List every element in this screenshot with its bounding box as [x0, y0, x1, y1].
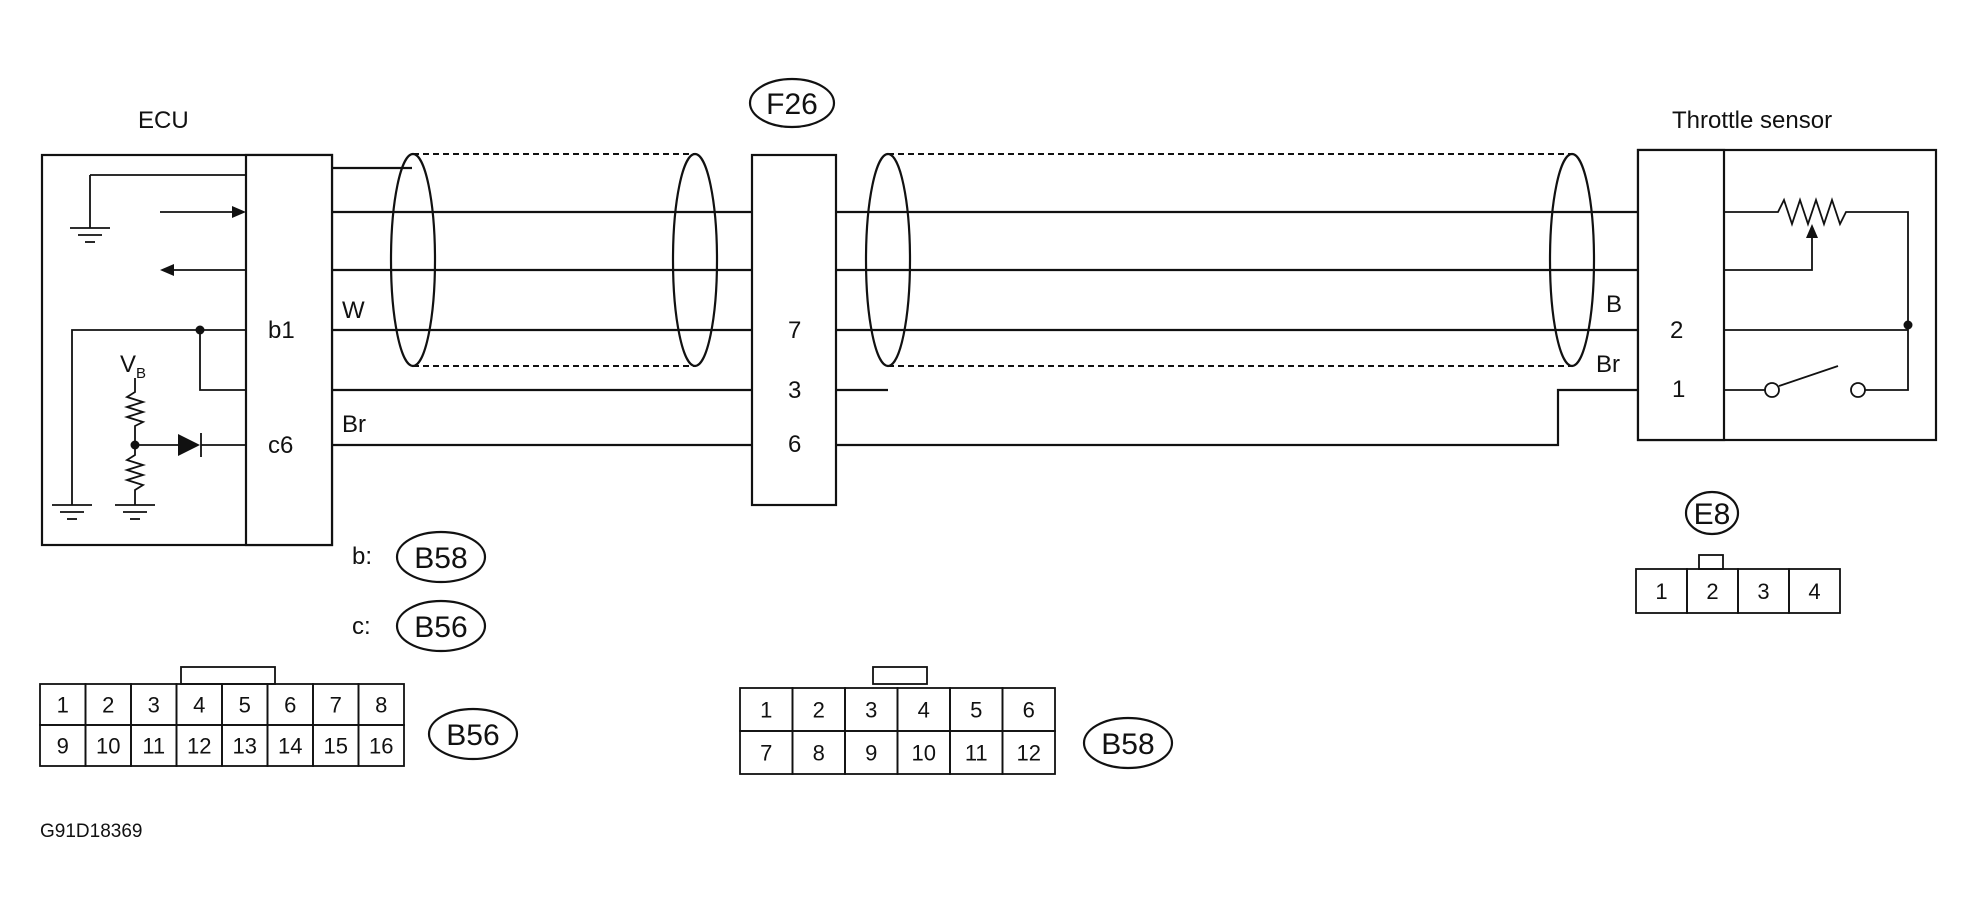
legend-b-conn: B58: [414, 542, 467, 575]
f26-pin-3: 3: [788, 377, 801, 404]
b56-pin-number: 6: [284, 693, 296, 718]
legend-b-prefix: b:: [352, 543, 372, 570]
ecu-pin-c6: c6: [268, 432, 293, 459]
b56-pin-number: 16: [369, 734, 393, 759]
wiper-arrow-icon: [1724, 224, 1818, 271]
b56-badge: [427, 707, 519, 761]
throttle-sensor-title: Throttle sensor: [1672, 107, 1832, 134]
b56-label: B56: [446, 719, 499, 752]
e8-pinout: 1 2 3 4: [1635, 568, 1841, 614]
f26-pin-7: 7: [788, 317, 801, 344]
ecu-ground-symbol-divider: [115, 504, 155, 520]
b56-pin-number: 7: [330, 693, 342, 718]
e8-pin-number: 1: [1655, 579, 1667, 604]
sensor-pin-1: 1: [1672, 376, 1685, 403]
b58-label: B58: [1101, 728, 1154, 761]
wire-br-right: [836, 388, 1638, 447]
b56-pin-number: 3: [148, 693, 160, 718]
b58-pin-number: 2: [813, 698, 825, 723]
b56-latch: [180, 666, 276, 685]
ecu-b1-internal-wire: [71, 329, 246, 505]
b58-badge: [1082, 716, 1174, 770]
b58-pin-number: 5: [970, 698, 982, 723]
ecu-terminal-block: [244, 153, 334, 547]
e8-badge: [1684, 490, 1740, 536]
b56-pin-number: 2: [102, 693, 114, 718]
figure-code: G91D18369: [40, 821, 142, 842]
e8-latch: [1698, 554, 1724, 570]
legend-c-prefix: c:: [352, 613, 371, 640]
e8-pin-number: 4: [1808, 579, 1820, 604]
b58-pin-number: 9: [865, 741, 877, 766]
b58-pin-number: 12: [1017, 741, 1041, 766]
b58-pin-number: 7: [760, 741, 772, 766]
e8-pin-number: 3: [1757, 579, 1769, 604]
b56-pin-number: 14: [278, 734, 302, 759]
f26-label: F26: [766, 88, 818, 121]
wire-color-br-right: Br: [1596, 351, 1620, 378]
b58-pin-number: 11: [965, 741, 988, 766]
b58-pin-number: 10: [912, 741, 936, 766]
ecu-ground-symbol-top: [70, 174, 246, 243]
b56-pin-number: 10: [96, 734, 120, 759]
b56-pin-number: 15: [324, 734, 348, 759]
b58-pin-number: 8: [813, 741, 825, 766]
legend-c-badge: [395, 599, 487, 653]
b56-pin-number: 5: [239, 693, 251, 718]
f26-badge: F26: [748, 77, 836, 129]
vb-label: VB: [120, 351, 146, 382]
legend-b-badge: [395, 530, 487, 584]
resistor-lower-icon: [123, 445, 147, 505]
b58-pin-number: 4: [918, 698, 930, 723]
wire-color-br-left: Br: [342, 411, 366, 438]
shield-right: [864, 152, 1596, 368]
b58-pin-cell: [1001, 730, 1056, 775]
idle-switch-icon: [1724, 365, 1866, 398]
ecu-title: ECU: [138, 107, 189, 134]
e8-pin-cell: [1788, 568, 1841, 614]
b56-pin-number: 1: [57, 693, 69, 718]
ecu-output-arrow-icon: [160, 264, 246, 276]
b58-pin-number: 3: [865, 698, 877, 723]
b56-pin-number: 13: [233, 734, 257, 759]
shield-left: [389, 152, 719, 368]
resistor-upper-icon: [123, 378, 147, 445]
b58-pin-number: 6: [1023, 698, 1035, 723]
f26-connector: [750, 153, 838, 507]
junction-dot: [195, 325, 205, 335]
wire-color-w: W: [342, 297, 365, 324]
switch-return-wire: [1865, 325, 1909, 391]
e8-pin-number: 2: [1706, 579, 1718, 604]
legend-c-conn: B56: [414, 611, 467, 644]
f26-pin-6: 6: [788, 431, 801, 458]
b56-pin-number: 11: [142, 734, 165, 759]
b56-pin-number: 8: [375, 693, 387, 718]
b58-pin-number: 1: [760, 698, 772, 723]
b56-pin-number: 12: [187, 734, 211, 759]
ecu-input-arrow-icon: [160, 206, 246, 218]
ecu-b1-loop-wire: [199, 330, 246, 391]
throttle-sensor-terminal-block: [1636, 148, 1726, 442]
ecu-pin-b1: b1: [268, 317, 295, 344]
b56-pin-number: 9: [57, 734, 69, 759]
b58-latch: [872, 666, 928, 685]
sensor-pin-2: 2: [1670, 317, 1683, 344]
b56-pin-number: 4: [193, 693, 205, 718]
ecu-ground-symbol-left: [52, 504, 92, 520]
e8-label: E8: [1694, 498, 1731, 531]
potentiometer-icon: [1724, 197, 1909, 325]
wire-color-b-right: B: [1606, 291, 1622, 318]
b56-pin-cell: [357, 724, 405, 767]
